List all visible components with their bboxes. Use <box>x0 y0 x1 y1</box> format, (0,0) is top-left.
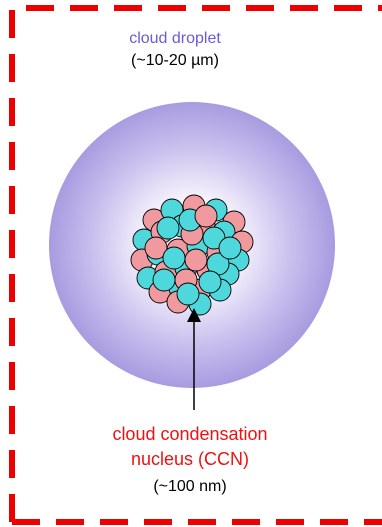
ccn-particle-cyan <box>162 246 186 270</box>
ccn-particle-cyan <box>156 216 180 240</box>
ccn-pointer-arrowhead <box>187 308 201 322</box>
ccn-title-line1: cloud condensation <box>112 424 268 444</box>
ccn-particle-cyan <box>152 268 176 292</box>
droplet-size: (~10-20 µm) <box>131 52 219 69</box>
droplet-title: cloud droplet <box>129 30 221 47</box>
ccn-particle-cluster <box>130 194 254 316</box>
ccn-particle-pink <box>184 248 208 272</box>
dashed-frame <box>9 5 382 522</box>
ccn-particle-cyan <box>198 270 222 294</box>
ccn-particle-cyan <box>218 236 242 260</box>
ccn-particle-cyan <box>176 282 200 306</box>
ccn-title-line2: nucleus (CCN) <box>130 449 250 469</box>
ccn-particle-pink <box>194 204 218 228</box>
ccn-size: (~100 nm) <box>153 478 227 495</box>
ccn-particle-pink <box>144 236 168 260</box>
